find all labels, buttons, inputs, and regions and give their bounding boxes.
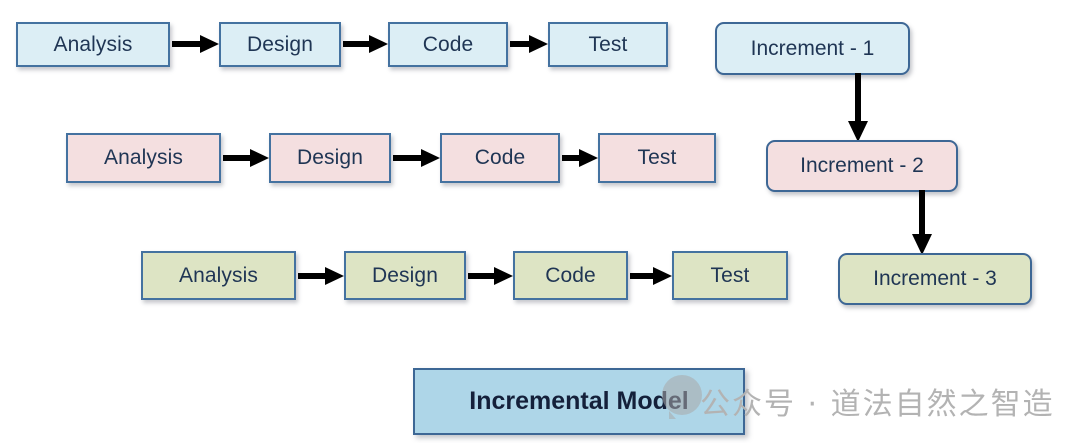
increment-box-3[interactable]: Increment - 3 [838, 253, 1032, 305]
arrow-analysis-to-design-row3 [298, 265, 344, 287]
phase-box-analysis-row1[interactable]: Analysis [16, 22, 170, 67]
phase-box-design-row3[interactable]: Design [344, 251, 466, 300]
arrow-analysis-to-design-row1 [172, 33, 219, 55]
phase-box-analysis-row2[interactable]: Analysis [66, 133, 221, 183]
arrow-code-to-test-row3 [630, 265, 672, 287]
phase-box-analysis-row3[interactable]: Analysis [141, 251, 296, 300]
arrow-code-to-test-row1 [510, 33, 548, 55]
phase-box-design-row2[interactable]: Design [269, 133, 391, 183]
arrow-design-to-code-row3 [468, 265, 513, 287]
phase-box-code-row1[interactable]: Code [388, 22, 508, 67]
increment-box-2[interactable]: Increment - 2 [766, 140, 958, 192]
phase-box-code-row3[interactable]: Code [513, 251, 628, 300]
arrow-code-to-test-row2 [562, 147, 598, 169]
arrow-increment-2-to-3 [910, 190, 934, 256]
arrow-analysis-to-design-row2 [223, 147, 269, 169]
phase-box-code-row2[interactable]: Code [440, 133, 560, 183]
phase-box-design-row1[interactable]: Design [219, 22, 341, 67]
arrow-design-to-code-row2 [393, 147, 440, 169]
arrow-design-to-code-row1 [343, 33, 388, 55]
arrow-increment-1-to-2 [846, 73, 870, 143]
wechat-official-account-logo-icon [662, 375, 702, 419]
page-title: Incremental Model [469, 387, 689, 415]
watermark-text: 公众号 · 道法自然之智造 [700, 387, 1055, 422]
phase-box-test-row1[interactable]: Test [548, 22, 668, 67]
phase-box-test-row2[interactable]: Test [598, 133, 716, 183]
phase-box-test-row3[interactable]: Test [672, 251, 788, 300]
increment-box-1[interactable]: Increment - 1 [715, 22, 910, 75]
